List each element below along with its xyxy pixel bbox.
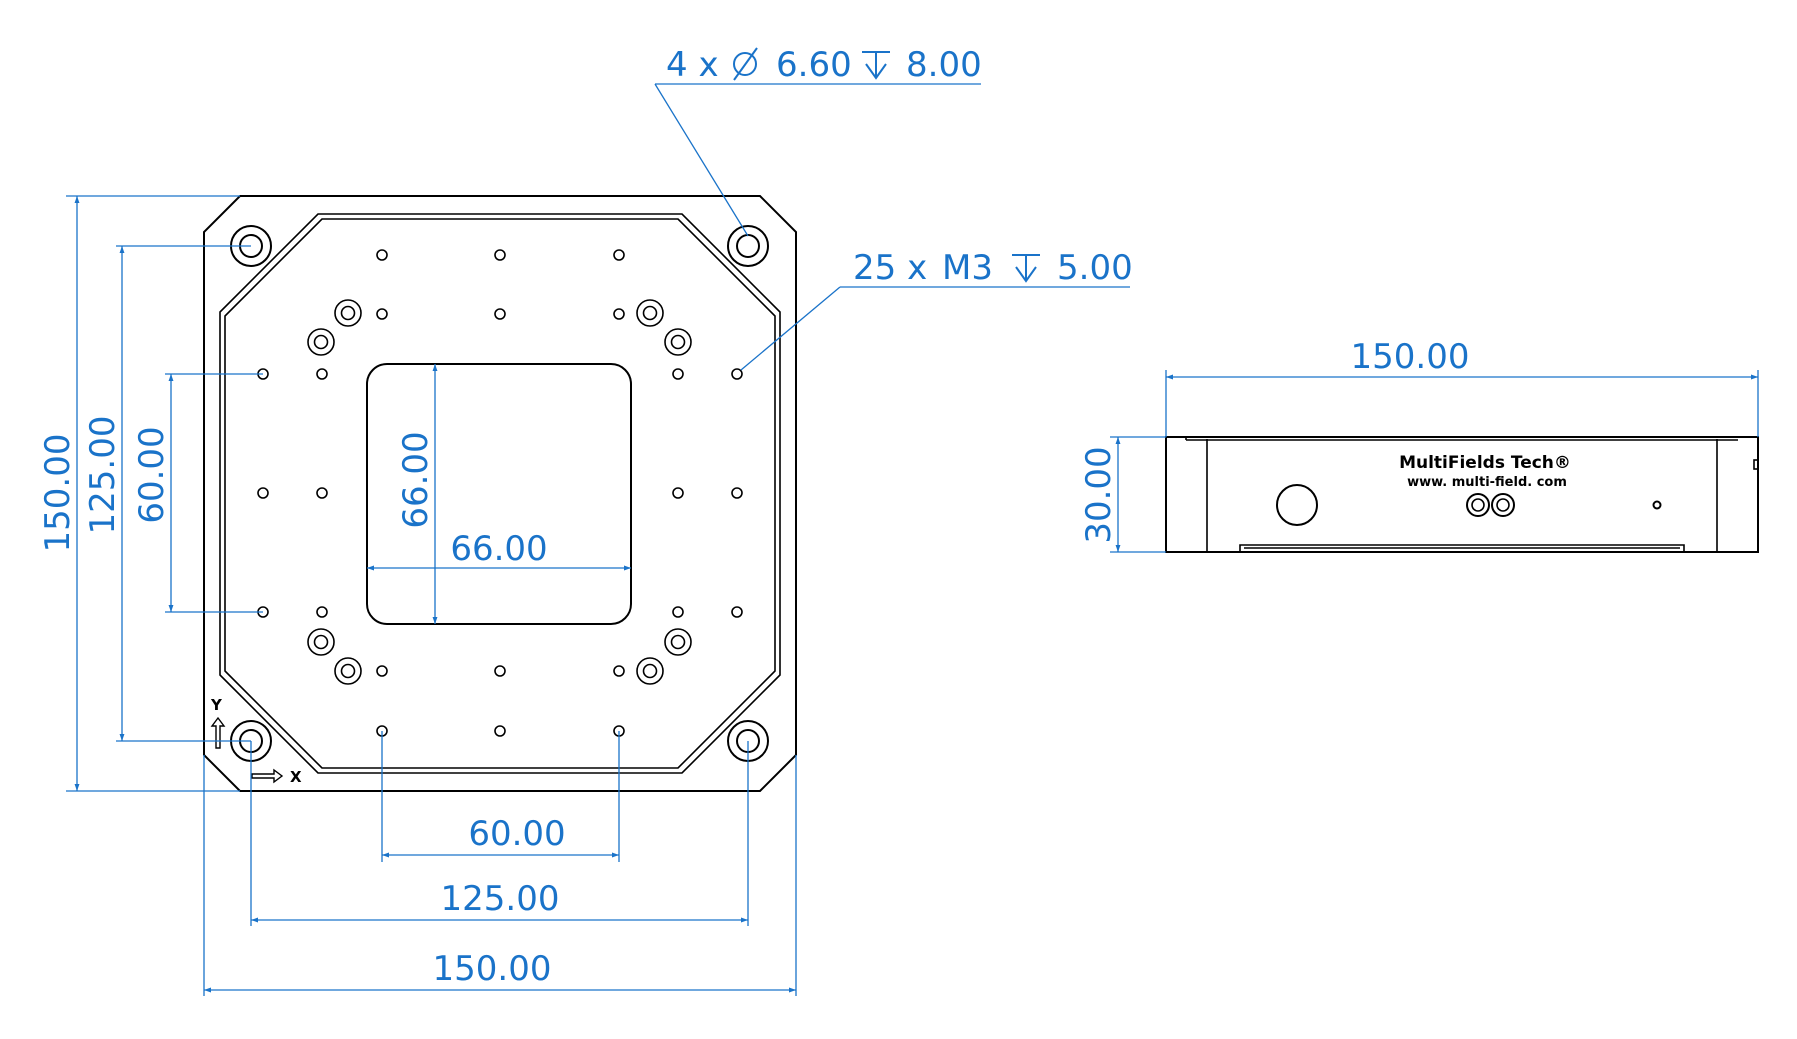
counterbore-hole — [313, 334, 329, 350]
top-view-dimensions: 150.00 125.00 60.00 66.00 66.00 60.00 12… — [38, 195, 797, 996]
tapped-hole — [731, 487, 743, 499]
diameter-icon — [733, 47, 758, 81]
counterbore-hole — [664, 328, 692, 356]
tapped-hole — [613, 308, 625, 320]
callout-tapped-depth: 5.00 — [1057, 248, 1133, 288]
depth-icon — [862, 51, 890, 80]
callout-tapped-thread: M3 — [942, 248, 993, 288]
top-view: Y X — [203, 195, 797, 792]
callout-mount-depth: 8.00 — [906, 45, 982, 85]
counterbore-hole — [664, 628, 692, 656]
tapped-hole — [376, 308, 388, 320]
tapped-hole — [376, 249, 388, 261]
center-aperture — [366, 363, 632, 625]
tapped-hole — [672, 487, 684, 499]
tapped-hole — [672, 606, 684, 618]
callout-tapped-count: 25 x — [853, 248, 927, 288]
axis-indicator: Y X — [210, 696, 302, 786]
side-indicator — [1652, 500, 1662, 510]
tapped-hole — [613, 249, 625, 261]
counterbore-hole — [340, 305, 356, 321]
counterbore-holes — [307, 299, 692, 685]
depth-icon — [1012, 254, 1040, 283]
dim-125-vertical: 125.00 — [83, 416, 123, 535]
mount-holes — [230, 225, 769, 762]
callout-mount-holes: 4 x 6.60 8.00 — [654, 45, 982, 237]
x-axis-arrow-icon — [251, 768, 284, 784]
dim-66-horizontal: 66.00 — [450, 529, 547, 569]
dim-60-vertical: 60.00 — [132, 426, 172, 523]
y-axis-arrow-icon — [210, 716, 226, 749]
counterbore-hole — [307, 628, 335, 656]
callout-tapped-holes: 25 x M3 5.00 — [740, 248, 1133, 371]
dim-66-vertical: 66.00 — [396, 431, 436, 528]
tapped-hole — [494, 308, 506, 320]
tapped-hole — [494, 665, 506, 677]
counterbore-hole — [642, 663, 658, 679]
tapped-holes — [257, 249, 743, 737]
counterbore-hole — [313, 634, 329, 650]
counterbore-hole — [334, 657, 362, 685]
side-view-dimensions: 150.00 30.00 — [1079, 337, 1759, 553]
side-base-step — [1239, 544, 1685, 551]
dim-150-vertical: 150.00 — [38, 434, 78, 553]
y-axis-label: Y — [210, 696, 223, 714]
counterbore-hole — [670, 334, 686, 350]
side-view: MultiFields Tech® www. multi-field. com — [1165, 436, 1759, 553]
counterbore-hole — [636, 657, 664, 685]
tapped-hole — [257, 487, 269, 499]
tapped-hole — [494, 725, 506, 737]
counterbore-hole — [340, 663, 356, 679]
tapped-hole — [316, 368, 328, 380]
counterbore-hole — [307, 328, 335, 356]
dim-150-horizontal: 150.00 — [433, 949, 552, 989]
counterbore-hole — [334, 299, 362, 327]
dim-side-height: 30.00 — [1079, 446, 1119, 543]
tapped-hole — [731, 368, 743, 380]
mount-hole — [736, 234, 760, 258]
dim-125-horizontal: 125.00 — [441, 879, 560, 919]
counterbore-hole — [670, 634, 686, 650]
callout-mount-count: 4 x — [666, 45, 719, 85]
stage-inner-outline — [224, 218, 776, 769]
counterbore-hole — [642, 305, 658, 321]
tapped-hole — [731, 606, 743, 618]
tapped-hole — [494, 249, 506, 261]
tapped-hole — [613, 665, 625, 677]
mount-hole — [727, 225, 769, 267]
side-connector — [1466, 493, 1490, 517]
plate-outline — [203, 195, 797, 792]
dim-60-horizontal: 60.00 — [468, 814, 565, 854]
callout-mount-diameter: 6.60 — [776, 45, 852, 85]
side-connector — [1491, 493, 1515, 517]
tapped-hole — [316, 606, 328, 618]
dim-side-width: 150.00 — [1351, 337, 1470, 377]
side-body — [1165, 436, 1759, 553]
side-port-large — [1276, 484, 1318, 526]
x-axis-label: X — [290, 768, 302, 786]
tapped-hole — [672, 368, 684, 380]
tapped-hole — [316, 487, 328, 499]
stage-outline — [219, 213, 781, 774]
counterbore-hole — [636, 299, 664, 327]
brand-text: MultiFields Tech® — [1399, 453, 1571, 473]
website-text: www. multi-field. com — [1407, 475, 1567, 490]
tapped-hole — [376, 665, 388, 677]
